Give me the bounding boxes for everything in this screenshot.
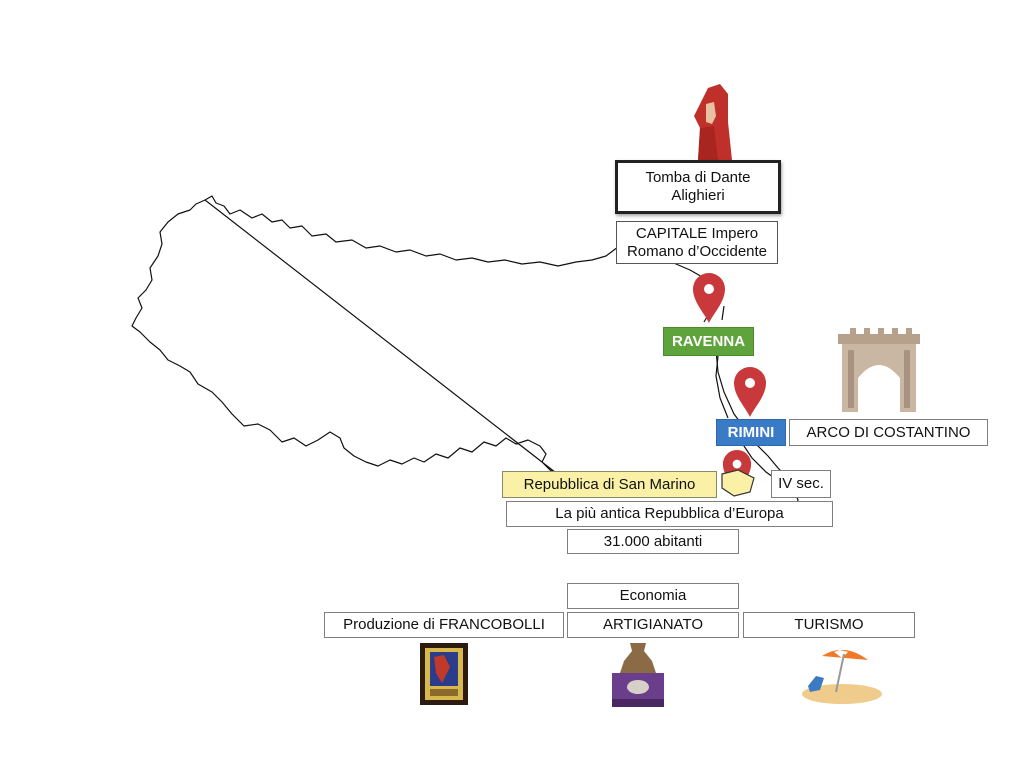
ravenna-label: RAVENNA [663,327,754,356]
dante-tomb-label: Tomba di Dante Alighieri [615,160,781,214]
san-marino-shape [721,469,755,497]
dante-portrait-icon [694,84,732,160]
economy-item-tourism: TURISMO [743,612,915,638]
map-pin-icon [693,273,725,323]
beach-umbrella-icon [802,649,882,704]
arch-of-augustus-icon [838,328,920,412]
rimini-label: RIMINI [716,419,786,446]
postage-stamp-icon [420,643,468,705]
oldest-republic-label: La più antica Repubblica d’Europa [506,501,833,527]
craft-vase-icon [612,643,664,707]
capital-label: CAPITALE Impero Romano d’Occidente [616,221,778,264]
economy-item-crafts: ARTIGIANATO [567,612,739,638]
century-label: IV sec. [771,470,831,498]
economy-title: Economia [567,583,739,609]
map-pin-icon [734,367,766,417]
population-label: 31.000 abitanti [567,529,739,554]
arch-label: ARCO DI COSTANTINO [789,419,988,446]
san-marino-label: Repubblica di San Marino [502,471,717,498]
economy-item-stamps: Produzione di FRANCOBOLLI [324,612,564,638]
